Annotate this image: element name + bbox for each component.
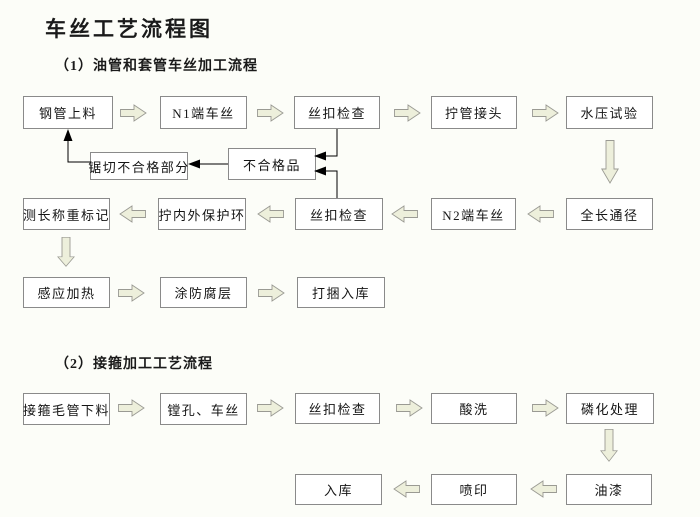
flow-arrow-right-icon bbox=[396, 399, 423, 417]
flow-node-bundle-into-storage: 打捆入库 bbox=[297, 277, 385, 308]
flow-node-n1-threading: N1端车丝 bbox=[160, 96, 247, 129]
section-1-heading: （1）油管和套管车丝加工流程 bbox=[55, 59, 258, 74]
section-2-heading: （2）接箍加工工艺流程 bbox=[55, 357, 213, 372]
flow-arrow-right-icon bbox=[257, 399, 284, 417]
flow-node-induction-heating: 感应加热 bbox=[23, 277, 110, 308]
flow-node-pipe-coupling-screwing: 拧管接头 bbox=[431, 96, 517, 129]
flow-node-boring-threading: 镗孔、车丝 bbox=[160, 393, 247, 425]
flow-arrow-left-icon bbox=[393, 480, 420, 498]
flow-arrow-right-icon bbox=[257, 104, 284, 122]
flow-node-full-length-drift: 全长通径 bbox=[566, 198, 653, 230]
flow-node-defective-product: 不合格品 bbox=[228, 148, 316, 180]
flow-node-anticorrosive-coating: 涂防腐层 bbox=[160, 277, 247, 308]
flow-node-coupling-blank-cutting: 接箍毛管下料 bbox=[23, 393, 110, 425]
flow-node-measure-weigh-mark: 测长称重标记 bbox=[23, 198, 110, 230]
flow-arrow-left-icon bbox=[257, 205, 284, 223]
flow-arrow-left-icon bbox=[391, 205, 418, 223]
flow-node-n2-threading: N2端车丝 bbox=[431, 198, 516, 230]
flow-node-into-storage: 入库 bbox=[295, 474, 382, 505]
flow-node-saw-defective-part: 锯切不合格部分 bbox=[88, 152, 188, 180]
flow-node-hydro-test: 水压试验 bbox=[566, 96, 653, 129]
flow-node-thread-check-2: 丝扣检查 bbox=[295, 198, 383, 230]
flow-arrow-right-icon bbox=[532, 399, 559, 417]
flow-arrow-right-icon bbox=[120, 104, 147, 122]
flow-arrow-right-icon bbox=[532, 104, 559, 122]
flow-arrow-down-icon bbox=[57, 237, 75, 267]
flow-node-protective-rings: 拧内外保护环 bbox=[158, 198, 246, 230]
flow-arrow-right-icon bbox=[394, 104, 421, 122]
flow-arrow-right-icon bbox=[118, 399, 145, 417]
flow-node-ink-printing: 喷印 bbox=[431, 474, 517, 505]
flow-arrow-left-icon bbox=[119, 205, 146, 223]
flow-node-steel-pipe-loading: 钢管上料 bbox=[23, 96, 113, 129]
flow-arrow-down-icon bbox=[601, 140, 619, 184]
flow-node-painting: 油漆 bbox=[566, 474, 652, 505]
flow-arrow-right-icon bbox=[258, 284, 285, 302]
flow-arrow-left-icon bbox=[530, 480, 557, 498]
flow-node-phosphating: 磷化处理 bbox=[566, 393, 654, 424]
page-title: 车丝工艺流程图 bbox=[45, 17, 213, 41]
flow-node-thread-check-3: 丝扣检查 bbox=[295, 393, 380, 424]
flow-node-acid-pickling: 酸洗 bbox=[431, 393, 517, 424]
flow-arrow-left-icon bbox=[527, 205, 554, 223]
flow-arrow-down-icon bbox=[600, 429, 618, 462]
flow-arrow-right-icon bbox=[118, 284, 145, 302]
flow-node-thread-check-1: 丝扣检查 bbox=[294, 96, 380, 129]
